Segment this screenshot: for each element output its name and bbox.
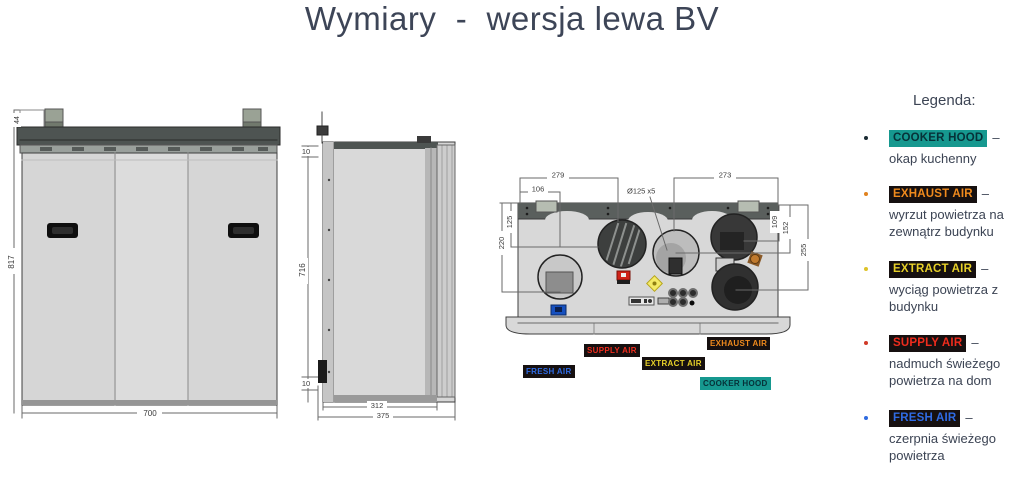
legend-dash: –	[981, 186, 989, 201]
spigot-supply-air	[597, 219, 647, 269]
port-label-exhaust-air: EXHAUST AIR	[707, 337, 771, 350]
sticker-blue	[550, 304, 567, 316]
legend-item-fresh-air: FRESH AIR –	[889, 410, 973, 427]
front-view: 817 44 700	[5, 108, 281, 419]
dim-front-height: 817	[7, 255, 16, 269]
side-view: 10 716 10 312 375	[297, 111, 456, 421]
legend-bullet-supply-air	[864, 341, 868, 345]
legend-label-supply-air: SUPPLY AIR	[889, 335, 967, 352]
dim-top-left-inner: 106	[532, 185, 545, 194]
legend-label-exhaust-air: EXHAUST AIR	[889, 186, 977, 203]
page-title: Wymiary - wersja lewa BV	[304, 0, 720, 37]
legend-bullet-fresh-air	[864, 416, 868, 420]
front-edge-strip	[323, 142, 334, 402]
legend-desc-exhaust-air: wyrzut powietrza na zewnątrz budynku	[889, 207, 1004, 239]
bracket-dim-box	[19, 109, 45, 128]
legend-dash: –	[971, 335, 979, 350]
wall-brackets	[44, 108, 262, 129]
legend-dash: –	[992, 130, 1000, 145]
sticker-yellow-diamond	[646, 275, 663, 292]
front-door-arc	[505, 316, 791, 335]
dim-front-right-3: 255	[799, 244, 808, 257]
cable-gland	[657, 297, 670, 305]
top-connector	[417, 136, 431, 143]
bottom-strip	[22, 400, 277, 405]
legend-desc-extract-air: wyciąg powietrza z budynku	[889, 282, 999, 314]
legend-label-extract-air: EXTRACT AIR	[889, 261, 977, 278]
dim-top-left-span: 279	[552, 171, 565, 180]
port-label-fresh-air: FRESH AIR	[523, 365, 575, 378]
port-label-cooker-hood: COOKER HOOD	[700, 377, 771, 390]
port-label-extract-air: EXTRACT AIR	[642, 357, 705, 370]
dim-side-height: 716	[298, 263, 307, 277]
legend-desc-cooker-hood: okap kuchenny	[889, 151, 977, 166]
spigot-fresh-air	[537, 254, 583, 300]
dim-side-bottom-gap: 10	[302, 379, 310, 388]
legend-item-exhaust-air: EXHAUST AIR –	[889, 186, 989, 203]
side-top-rail	[334, 142, 438, 149]
dim-spigot-diameter: Ø125 x5	[627, 187, 655, 196]
latch-marks	[40, 147, 268, 151]
spigot-cooker-hood	[711, 263, 759, 311]
hinge-dots	[327, 178, 331, 374]
middle-panel	[116, 154, 188, 404]
rail-screws	[525, 206, 770, 216]
legend-heading: Legenda:	[913, 92, 976, 109]
connector-cluster	[668, 288, 698, 307]
legend-item-cooker-hood: COOKER HOOD –	[889, 130, 1000, 147]
handle-recess	[233, 227, 254, 234]
top-cable	[316, 111, 329, 144]
top-view: 279 106 273 Ø125 x5 220 125 109 152 255	[497, 170, 809, 335]
sticker-orange	[747, 251, 763, 267]
bracket-top-right	[737, 200, 760, 213]
dim-front-left-inner: 125	[505, 216, 514, 229]
side-bottom-strip	[334, 395, 437, 402]
port-label-supply-air: SUPPLY AIR	[584, 344, 640, 357]
dim-top-right-span: 273	[719, 171, 732, 180]
dim-depth-total: 375	[377, 411, 390, 420]
legend-dash: –	[981, 261, 989, 276]
dim-front-left-outer: 220	[497, 237, 506, 250]
legend-bullet-exhaust-air	[864, 192, 868, 196]
dim-front-right-1: 109	[770, 216, 779, 229]
legend-label-cooker-hood: COOKER HOOD	[889, 130, 988, 147]
dim-front-width: 700	[143, 409, 157, 418]
bracket-top-left	[535, 200, 558, 213]
legend-desc-fresh-air: czerpnia świeżego powietrza	[889, 431, 996, 463]
rating-label	[628, 296, 655, 306]
legend-bullet-extract-air	[864, 267, 868, 271]
dim-front-right-2: 152	[781, 222, 790, 235]
dim-depth-door: 312	[371, 401, 384, 410]
spigot-exhaust-air	[710, 213, 758, 272]
legend-bullet-cooker-hood	[864, 136, 868, 140]
warning-sticker-red	[616, 270, 631, 284]
side-door	[334, 148, 425, 395]
bottom-bracket	[318, 360, 327, 383]
legend-item-supply-air: SUPPLY AIR –	[889, 335, 979, 352]
dim-bracket-height: 44	[14, 116, 21, 124]
legend-desc-supply-air: nadmuch świeżego powietrza na dom	[889, 356, 1001, 388]
legend-dash: –	[965, 410, 973, 425]
top-rail	[16, 126, 281, 146]
handle-recess	[52, 227, 73, 234]
legend-label-fresh-air: FRESH AIR	[889, 410, 961, 427]
dim-side-top-gap: 10	[302, 147, 310, 156]
legend-item-extract-air: EXTRACT AIR –	[889, 261, 988, 278]
